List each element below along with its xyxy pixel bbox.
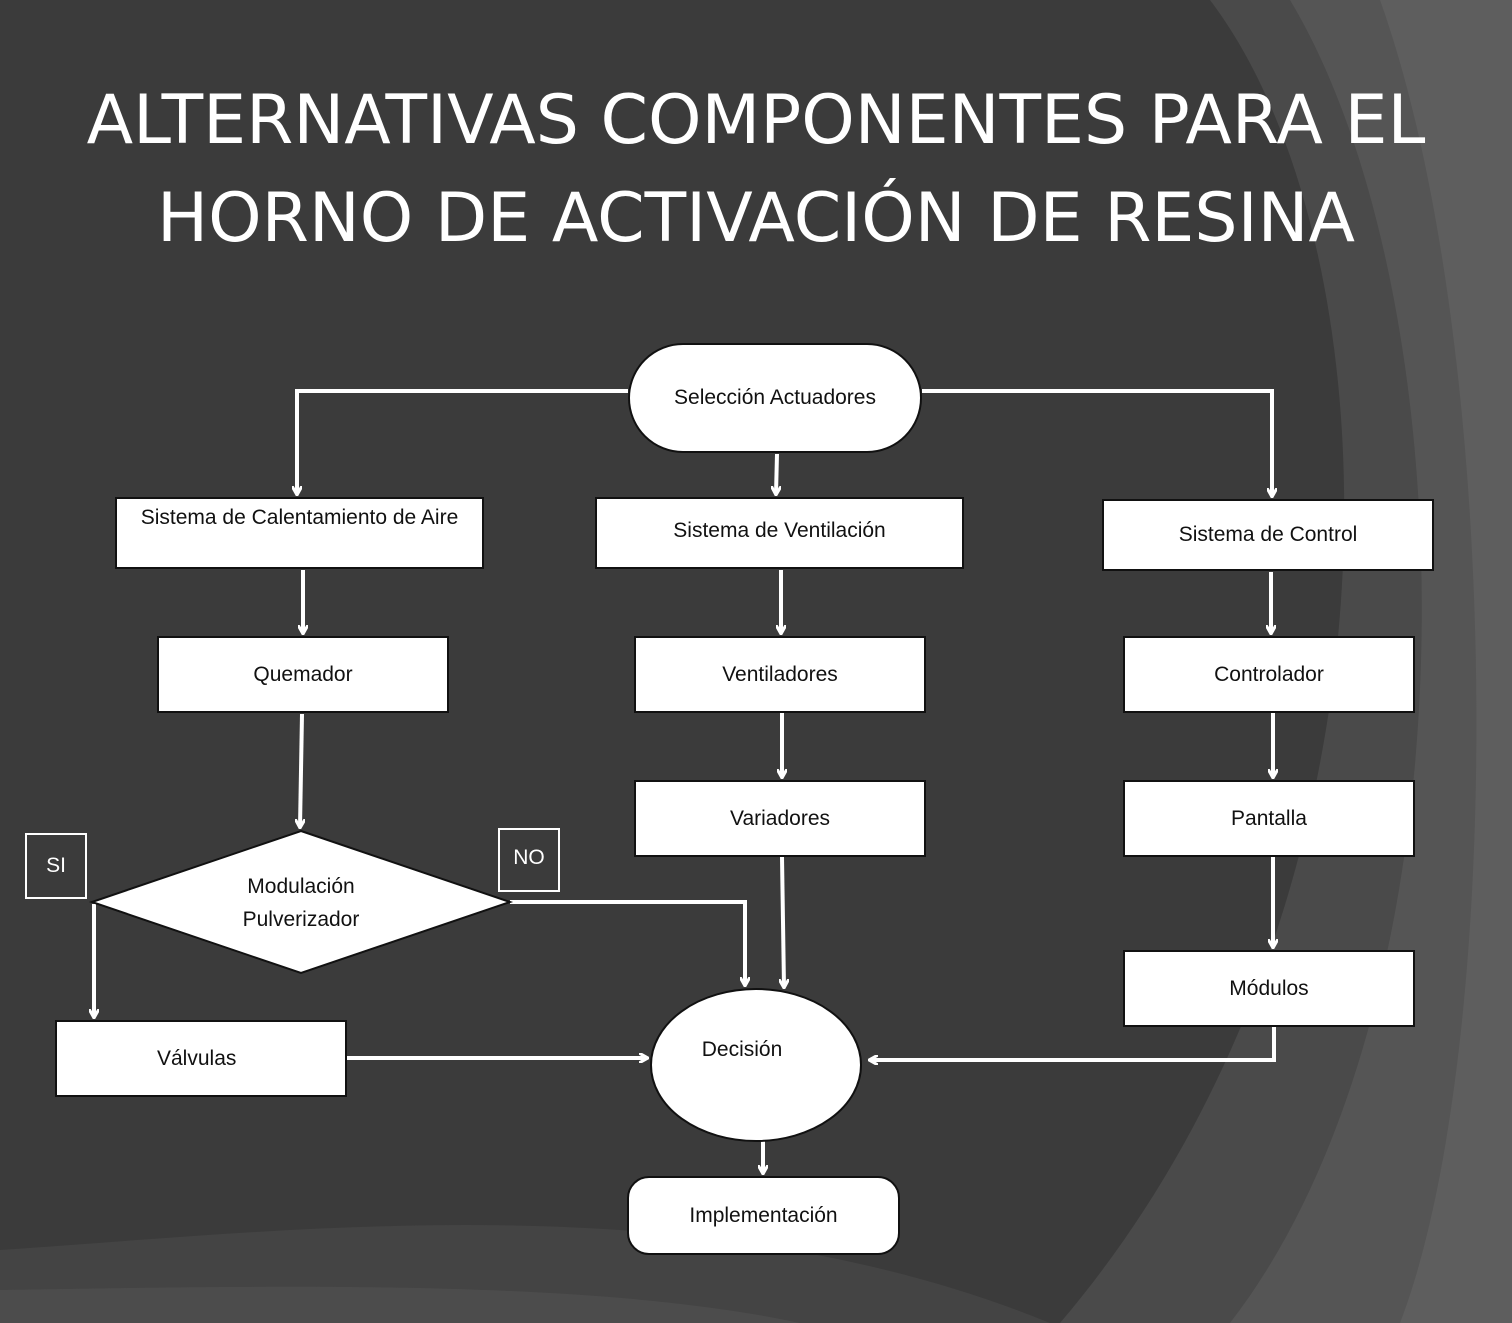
slide-title: ALTERNATIVAS COMPONENTES PARA EL HORNO D… xyxy=(0,72,1512,268)
modulation-line-1: Modulación xyxy=(247,875,355,898)
drives-box: Variadores xyxy=(634,780,926,857)
implementation-box: Implementación xyxy=(627,1176,900,1255)
heating-system-box: Sistema de Calentamiento de Aire xyxy=(115,497,484,569)
modulation-decision-diamond xyxy=(88,829,514,975)
connector-start-to-control xyxy=(922,389,1272,496)
modulation-decision-text: Modulación Pulverizador xyxy=(171,870,431,936)
modulation-line-2: Pulverizador xyxy=(242,908,360,931)
connector-start-to-ventilation xyxy=(776,453,777,494)
burner-box: Quemador xyxy=(157,636,449,713)
connector-modulation-no-to-decision xyxy=(510,900,745,985)
decision-ellipse xyxy=(650,988,862,1142)
connector-drives-to-decision xyxy=(782,856,784,987)
title-line-1: ALTERNATIVAS COMPONENTES PARA EL xyxy=(86,81,1426,160)
start-node-selection: Selección Actuadores xyxy=(628,343,922,453)
yes-label-box: SI xyxy=(25,833,87,899)
screen-box: Pantalla xyxy=(1123,780,1415,857)
connector-modules-to-decision xyxy=(870,1027,1276,1060)
controller-box: Controlador xyxy=(1123,636,1415,713)
ventilation-system-box: Sistema de Ventilación xyxy=(595,497,964,569)
modules-box: Módulos xyxy=(1123,950,1415,1027)
control-system-box: Sistema de Control xyxy=(1102,499,1434,571)
fans-box: Ventiladores xyxy=(634,636,926,713)
title-line-2: HORNO DE ACTIVACIÓN DE RESINA xyxy=(156,179,1356,258)
no-label-box: NO xyxy=(498,828,560,892)
decision-label: Decisión xyxy=(701,1038,783,1061)
valves-box: Válvulas xyxy=(55,1020,347,1097)
connector-start-to-heating xyxy=(297,389,628,494)
connector-burner-to-modulation xyxy=(300,713,302,827)
heating-system-label: Sistema de Calentamiento de Aire xyxy=(140,506,459,529)
